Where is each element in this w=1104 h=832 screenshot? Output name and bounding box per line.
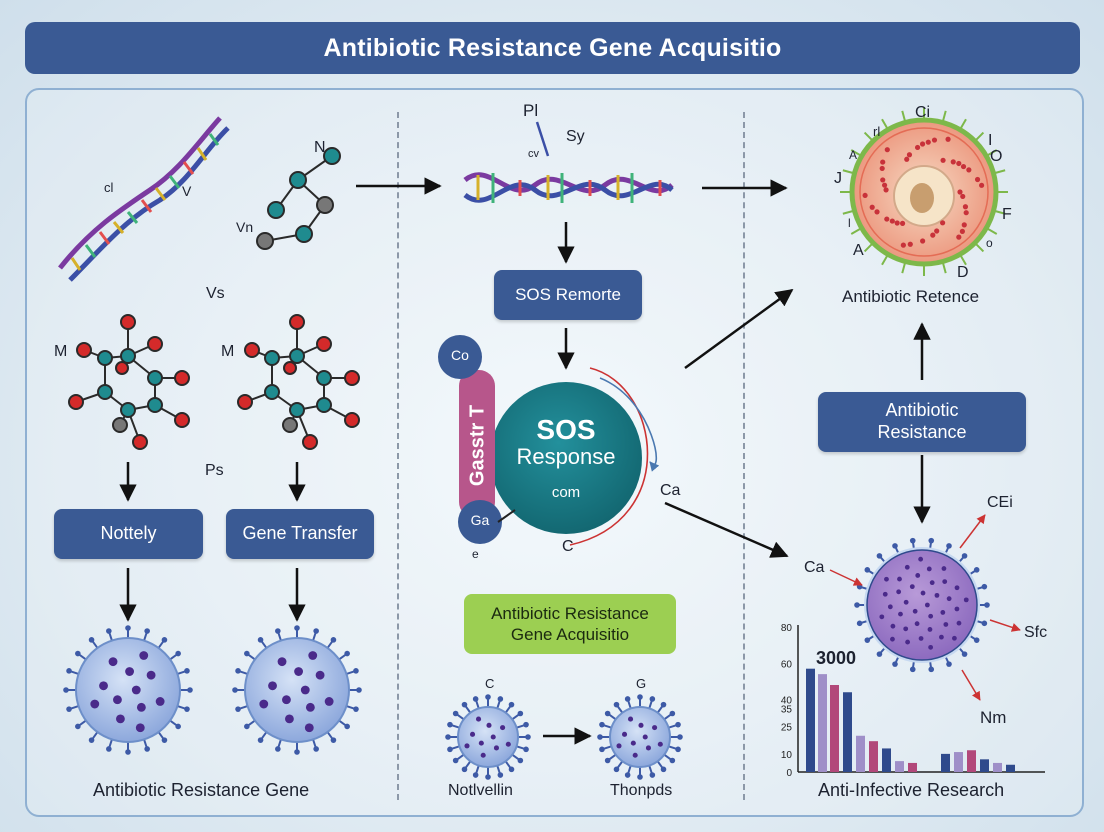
sos-subtitle: Response [516, 444, 616, 469]
molecule-chain [256, 147, 341, 250]
chart-y-tick-5: 60 [781, 659, 793, 670]
chart-annotation: 3000 [816, 648, 857, 668]
cell-label-l: l [848, 216, 851, 230]
caption-left: Antibiotic Resistance Gene [93, 780, 310, 800]
chart-bar-14 [1006, 764, 1015, 772]
label-vs: Vs [206, 285, 225, 302]
below-circle-label: e [472, 547, 479, 561]
cell-label-a2: A [853, 242, 864, 259]
caption-retence: Antibiotic Retence [842, 287, 980, 306]
chart-y-tick-3: 35 [781, 705, 793, 716]
dna-label-1: cl [104, 180, 114, 195]
virus-center-2 [597, 694, 683, 780]
center-arrows [543, 179, 794, 745]
chart-y-tick-4: 40 [781, 696, 793, 707]
molecule-label-vn: Vn [236, 219, 254, 235]
label-ca-center: Ca [660, 482, 681, 499]
cell-label-j: J [834, 170, 842, 187]
label-nm: Nm [980, 708, 1007, 727]
cassette-label: Gasstr T [466, 404, 489, 487]
cell-label-i: I [988, 132, 993, 149]
label-ca: Ca [804, 559, 825, 576]
chart-bar-9 [941, 753, 950, 772]
cell-label-f: F [1002, 206, 1012, 223]
ring-molecule-2 [237, 314, 360, 450]
sos-small: com [551, 484, 581, 501]
label-m2: M [221, 343, 235, 360]
dna-label-2: V [182, 183, 192, 199]
cell-label-ci: Ci [915, 104, 931, 121]
caption-right: Anti-Infective Research [818, 780, 1005, 800]
sos-response-graphic [438, 335, 660, 546]
red-pointers [829, 514, 1021, 701]
sos-title: SOS [536, 414, 596, 445]
purple-cell [854, 537, 990, 673]
chart-bar-1 [818, 674, 827, 772]
chart-bar-13 [993, 762, 1002, 772]
cassette-bottom-circle: Ga [470, 512, 490, 528]
center-label-pl: Pl [523, 101, 539, 120]
chart-bar-7 [895, 761, 904, 772]
left-arrows [119, 177, 442, 622]
cell-label-g: G [636, 676, 647, 691]
chart-bar-0 [806, 668, 815, 772]
center-label-sy: Sy [566, 128, 585, 145]
cell-label-d: D [957, 264, 969, 281]
virus-left-1 [63, 625, 193, 755]
chart-bar-10 [954, 752, 963, 772]
chart-y-tick-2: 25 [781, 723, 793, 734]
chart-bar-2 [830, 685, 839, 772]
dna-helix-center [463, 121, 674, 203]
cell-label-o: O [990, 148, 1003, 165]
bacterium-cell [840, 108, 1008, 276]
caption-center-left: Notlvellin [448, 782, 513, 799]
molecule-label-n: N [314, 139, 326, 156]
divider-left [397, 112, 399, 800]
ring-molecule-1 [68, 314, 190, 450]
chart-bar-4 [856, 735, 865, 772]
arc-label: C [562, 538, 574, 555]
divider-right [743, 112, 745, 800]
chart-y-tick-1: 10 [781, 750, 793, 761]
virus-left-2 [232, 625, 362, 755]
chart-bar-8 [908, 762, 917, 772]
label-m1: M [54, 343, 68, 360]
chart-bar-3 [843, 692, 852, 772]
chart-bar-12 [980, 759, 989, 772]
label-ps: Ps [205, 462, 224, 479]
label-cei: CEi [987, 494, 1013, 511]
chart-y-tick-0: 0 [786, 768, 792, 779]
chart-bar-11 [967, 750, 976, 772]
chart-y-tick-6: 80 [781, 623, 793, 634]
cell-label-a1: A [849, 148, 858, 162]
box-antibiotic-resistance: Antibiotic Resistance [818, 392, 1026, 452]
dna-helix-left [58, 116, 230, 282]
cell-label-rl: rl [873, 124, 881, 139]
caption-center-right: Thonpds [610, 782, 673, 799]
green-box: Antibiotic Resistance Gene Acquisitio [464, 594, 676, 654]
label-sfc: Sfc [1024, 624, 1048, 641]
virus-center-1 [445, 694, 531, 780]
chart-bar-5 [869, 741, 878, 772]
cassette-top-circle: Co [451, 347, 469, 363]
cell-label-c: C [485, 676, 495, 691]
box-nottely: Nottely [54, 509, 203, 559]
center-label-cv: cv [528, 148, 539, 160]
box-gene-transfer: Gene Transfer [226, 509, 374, 559]
diagram-title: Antibiotic Resistance Gene Acquisitio [25, 22, 1080, 74]
chart-bar-6 [882, 748, 891, 772]
cell-label-o2: o [986, 236, 993, 250]
box-sos-remorte: SOS Remorte [494, 270, 642, 320]
